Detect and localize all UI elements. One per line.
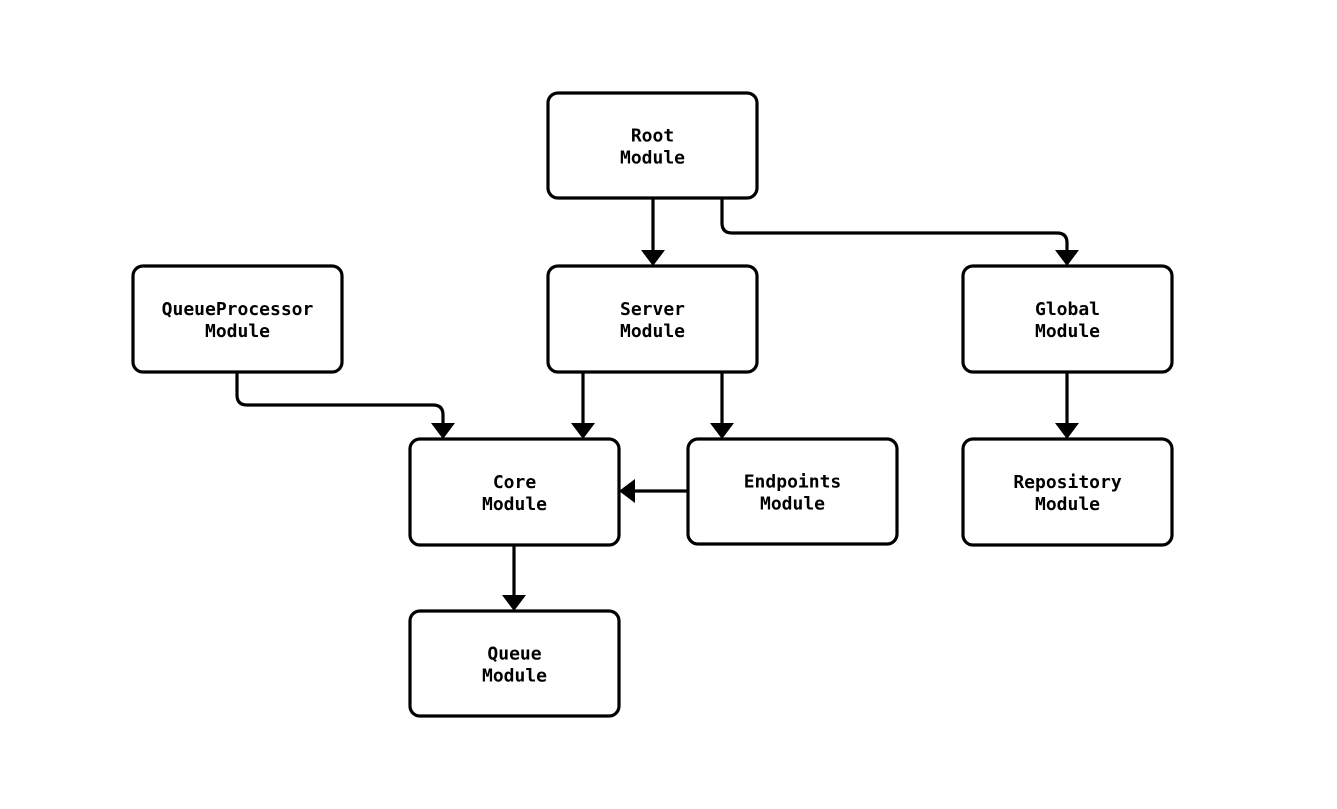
arrowhead-endpoints-to-core-icon — [619, 479, 635, 503]
node-global-box — [961, 264, 1174, 374]
edge-root-to-global — [720, 198, 1069, 250]
arrowhead-queueprocessor-to-core-icon — [431, 423, 455, 439]
node-repository-box — [961, 437, 1174, 547]
arrowhead-global-to-repository-icon — [1055, 423, 1079, 439]
node-queueprocessor-box — [131, 264, 344, 374]
edge-queueprocessor-to-core — [235, 372, 445, 423]
node-core-box — [408, 437, 621, 547]
arrowhead-root-to-server-icon — [641, 250, 665, 266]
node-root-box — [546, 91, 759, 200]
arrowhead-core-to-queue-icon — [502, 595, 526, 611]
node-queue-box — [408, 609, 621, 718]
arrowhead-root-to-global-icon — [1055, 250, 1079, 266]
node-endpoints-box — [686, 437, 899, 546]
arrowhead-server-to-endpoints-icon — [710, 423, 734, 439]
node-server-box — [546, 264, 759, 374]
arrowhead-server-to-core-icon — [571, 423, 595, 439]
